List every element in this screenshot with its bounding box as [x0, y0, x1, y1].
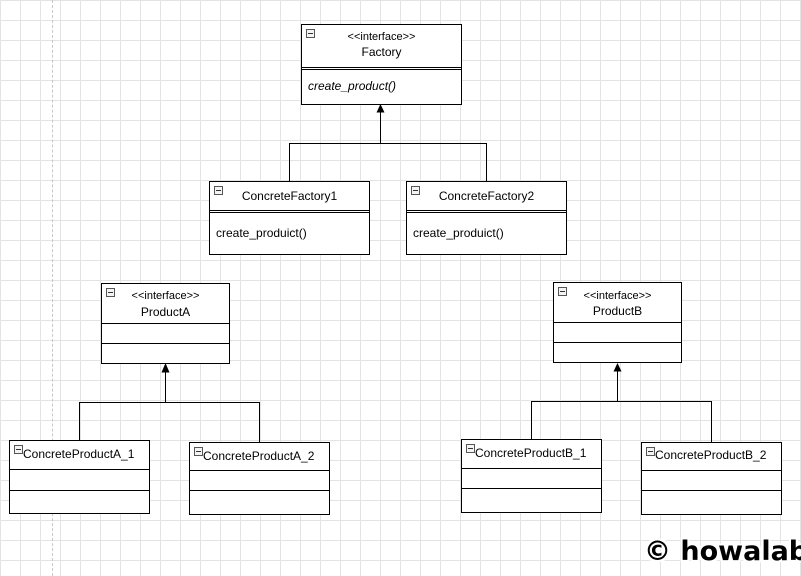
concreteproducta1-class-name: ConcreteProductA_1 — [23, 447, 135, 461]
productb-arrowhead-icon — [613, 363, 622, 372]
concretefactory2-class[interactable]: ConcreteFactory2 create_produict() — [406, 181, 567, 255]
collapse-minus-icon[interactable] — [14, 445, 23, 454]
factory-header: <<interface>> Factory — [302, 25, 461, 70]
concreteproductb1-attributes — [462, 469, 601, 489]
concretefactory1-header: ConcreteFactory1 — [210, 182, 369, 213]
producta-interface-class[interactable]: <<interface>> ProductA — [101, 283, 230, 364]
producta-methods — [102, 344, 229, 363]
factory-methods: create_product() — [302, 70, 461, 104]
productb-methods — [554, 343, 681, 362]
producta-header: <<interface>> ProductA — [102, 284, 229, 324]
edge-concretefactory2-to-factory — [380, 143, 487, 181]
concreteproductb2-header: ConcreteProductB_2 — [642, 443, 781, 471]
collapse-minus-icon[interactable] — [646, 447, 655, 456]
edge-concreteproductb2-to-productb — [617, 401, 712, 442]
collapse-minus-icon[interactable] — [306, 29, 315, 38]
factory-stereotype: <<interface>> — [347, 31, 416, 43]
concretefactory1-class[interactable]: ConcreteFactory1 create_produict() — [209, 181, 370, 255]
productb-header: <<interface>> ProductB — [554, 283, 681, 323]
collapse-minus-icon[interactable] — [466, 444, 475, 453]
concreteproductb2-class-name: ConcreteProductB_2 — [655, 448, 767, 462]
productb-inheritance-edge[interactable] — [531, 371, 712, 442]
concreteproducta2-class[interactable]: ConcreteProductA_2 — [189, 442, 330, 515]
collapse-minus-icon[interactable] — [106, 288, 115, 297]
factory-inheritance-edge[interactable] — [289, 112, 487, 181]
collapse-minus-icon[interactable] — [558, 287, 567, 296]
producta-attributes — [102, 324, 229, 344]
producta-stereotype: <<interface>> — [131, 290, 200, 302]
producta-arrowhead-icon — [161, 363, 170, 373]
concretefactory2-methods: create_produict() — [407, 213, 566, 254]
factory-method: create_product() — [308, 79, 397, 93]
productb-interface-class[interactable]: <<interface>> ProductB — [553, 282, 682, 363]
productb-attributes — [554, 323, 681, 343]
concretefactory1-class-name: ConcreteFactory1 — [241, 189, 338, 203]
concretefactory2-method: create_produict() — [413, 226, 504, 240]
factory-arrowhead-icon — [376, 104, 385, 113]
concretefactory1-method: create_produict() — [216, 226, 307, 240]
edge-concreteproductb1-to-productb — [531, 401, 618, 439]
concretefactory2-class-name: ConcreteFactory2 — [438, 189, 535, 203]
concreteproducta1-attributes — [10, 470, 149, 491]
factory-interface-class[interactable]: <<interface>> Factory create_product() — [301, 24, 462, 105]
edge-concretefactory1-to-factory — [289, 143, 381, 181]
concretefactory2-header: ConcreteFactory2 — [407, 182, 566, 213]
producta-inheritance-edge[interactable] — [79, 372, 260, 442]
concreteproducta1-header: ConcreteProductA_1 — [10, 441, 149, 470]
collapse-minus-icon[interactable] — [194, 447, 203, 456]
concretefactory1-methods: create_produict() — [210, 213, 369, 254]
productb-class-name: ProductB — [592, 304, 643, 318]
edge-concreteproducta2-to-producta — [165, 402, 260, 442]
concreteproductb1-class-name: ConcreteProductB_1 — [475, 446, 587, 460]
concreteproductb2-methods — [642, 491, 781, 514]
concreteproducta1-class[interactable]: ConcreteProductA_1 — [9, 440, 150, 514]
productb-stereotype: <<interface>> — [583, 290, 652, 302]
collapse-minus-icon[interactable] — [411, 186, 420, 195]
concreteproductb1-methods — [462, 489, 601, 512]
howalab-watermark: © howalab — [644, 536, 801, 567]
concreteproducta2-methods — [190, 491, 329, 514]
concreteproductb2-attributes — [642, 471, 781, 491]
concreteproducta2-header: ConcreteProductA_2 — [190, 443, 329, 471]
concreteproductb2-class[interactable]: ConcreteProductB_2 — [641, 442, 782, 515]
concreteproducta2-class-name: ConcreteProductA_2 — [203, 449, 315, 463]
factory-class-name: Factory — [361, 45, 402, 59]
edge-concreteproducta1-to-producta — [79, 402, 166, 440]
concreteproductb1-header: ConcreteProductB_1 — [462, 440, 601, 469]
concreteproducta2-attributes — [190, 471, 329, 491]
concreteproducta1-methods — [10, 491, 149, 513]
collapse-minus-icon[interactable] — [214, 186, 223, 195]
producta-class-name: ProductA — [140, 305, 191, 319]
page-boundary-guide — [52, 0, 53, 576]
concreteproductb1-class[interactable]: ConcreteProductB_1 — [461, 439, 602, 513]
